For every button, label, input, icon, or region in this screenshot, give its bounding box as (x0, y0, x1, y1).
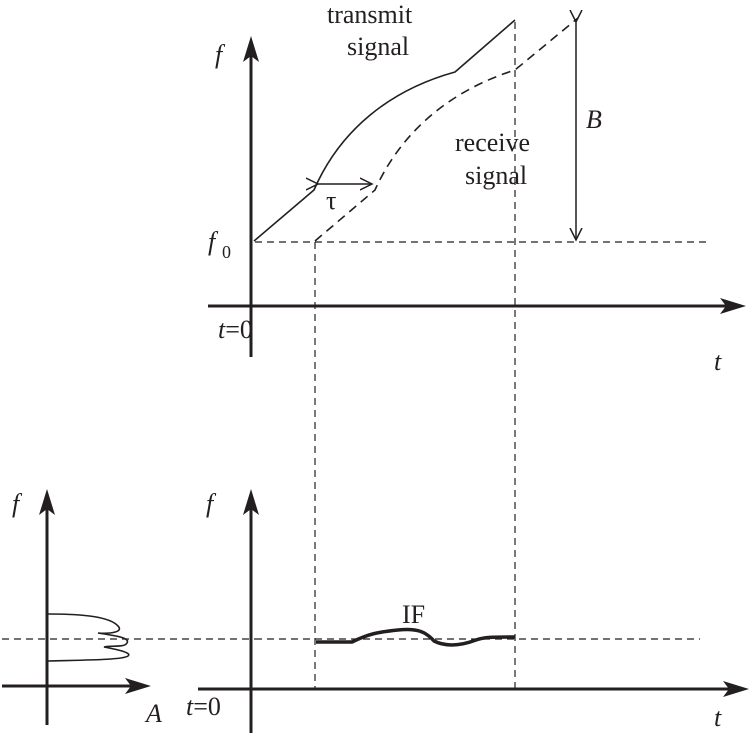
bottom-origin-label: t=0 (186, 692, 221, 721)
receive-signal (314, 17, 579, 242)
bandwidth-label: B (586, 105, 602, 134)
receive-label-line1: receive (455, 128, 530, 157)
bottom-plot: f t t=0 IF (186, 489, 749, 733)
bottom-t-axis-arrow (723, 681, 749, 697)
top-t-axis-arrow (720, 298, 746, 314)
spectrum-a-axis-arrow (125, 678, 151, 694)
if-label: IF (402, 600, 425, 629)
bottom-t-label: t (714, 703, 722, 732)
top-f-label: f (215, 40, 226, 69)
top-plot: f t t=0 f 0 transmit signal receive sign… (208, 0, 746, 690)
spectrum-f-label: f (12, 489, 23, 518)
spectrum-plot: f A (2, 489, 255, 728)
f0-label: f (208, 227, 219, 256)
transmit-label-line1: transmit (327, 0, 413, 29)
top-t-label: t (714, 347, 722, 376)
transmit-label-line2: signal (347, 32, 409, 61)
receive-label-line2: signal (465, 161, 527, 190)
spectrum-a-label: A (144, 699, 162, 728)
if-signal (316, 627, 516, 647)
top-origin-label: t=0 (218, 315, 253, 344)
bottom-f-axis-arrow (243, 489, 259, 515)
tau-label: τ (326, 186, 336, 215)
transmit-signal (253, 19, 516, 242)
bottom-f-label: f (206, 489, 217, 518)
spectrum-f-axis-arrow (39, 489, 55, 515)
spectrum-curve (47, 613, 130, 662)
f0-subscript: 0 (222, 242, 231, 262)
top-f-axis-arrow (243, 36, 259, 62)
